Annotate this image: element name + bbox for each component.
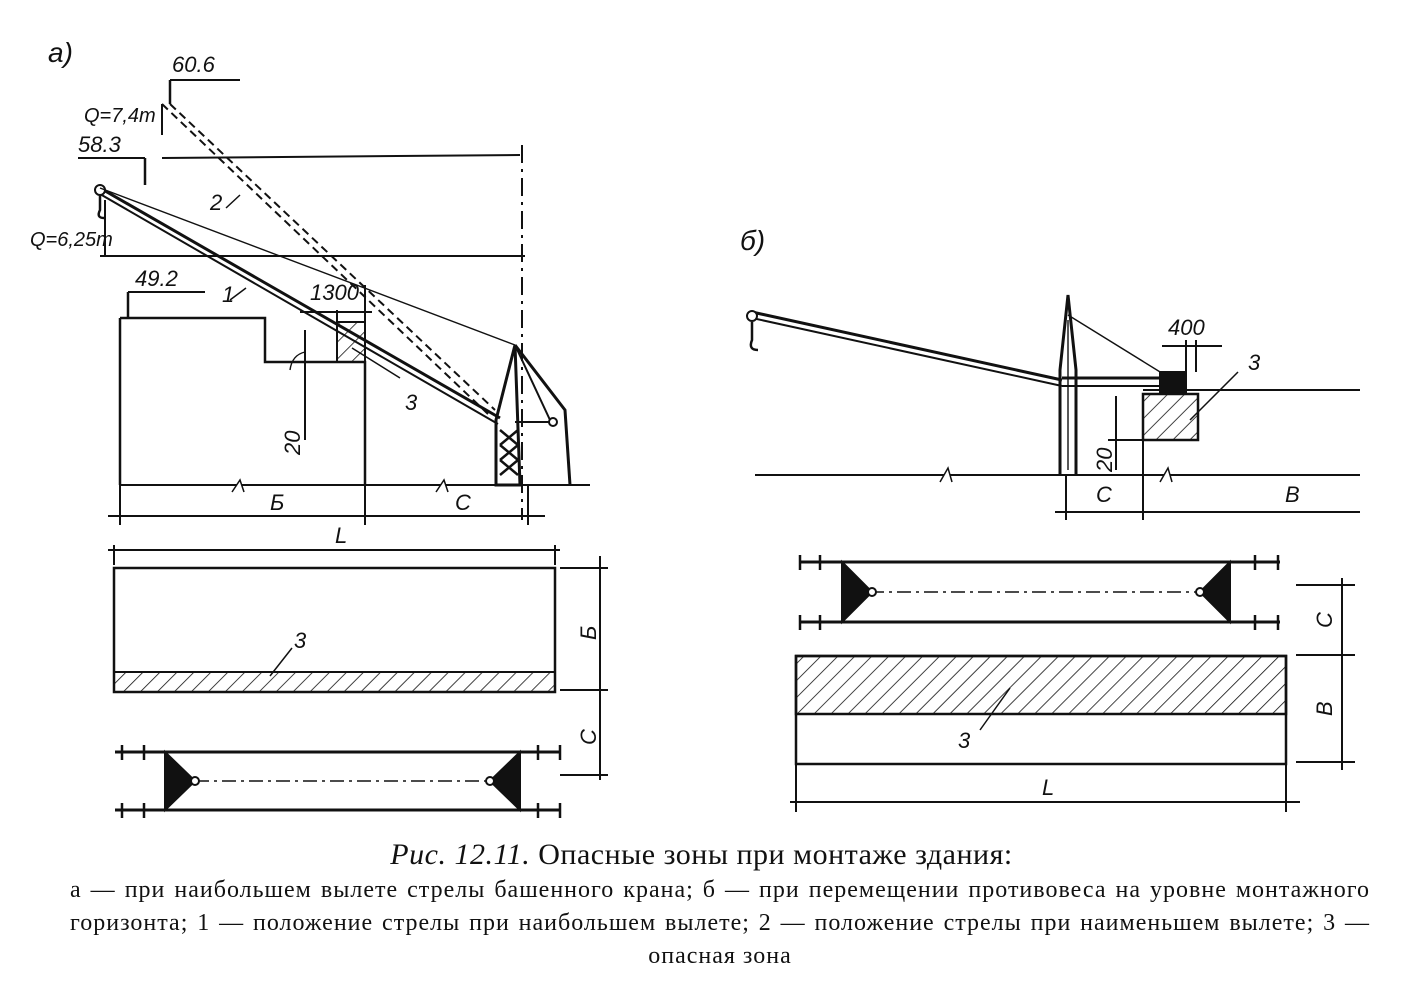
height-60-6: 60.6	[172, 52, 216, 77]
height-49-2: 49.2	[135, 266, 178, 291]
figure-caption-body: а — при наибольшем вылете стрелы башенно…	[70, 877, 1370, 969]
dim-20-b: 20	[1092, 447, 1117, 473]
length-l-a: L	[335, 523, 347, 548]
plan-c-b: С	[1312, 612, 1337, 628]
hazard-zone-plan-a	[113, 671, 556, 693]
boom-2-label: 2	[209, 190, 222, 215]
height-58-3: 58.3	[78, 132, 122, 157]
width-c-b: С	[1096, 482, 1112, 507]
plan-b-a: Б	[576, 626, 601, 640]
dim-1300: 1300	[310, 280, 360, 305]
plan-zone-3-b: 3	[958, 728, 971, 753]
panel-b-elevation: б) 400 3 20	[740, 225, 1360, 520]
zone-3-label-b: 3	[1248, 350, 1261, 375]
plan-zone-3-a: 3	[294, 628, 307, 653]
panel-a-elevation: а) 60.6 Q=7,4т 58.3 Q=6,25т 1 2	[30, 37, 590, 548]
length-l-b: L	[1042, 775, 1054, 800]
crane-track-plan-a	[115, 745, 562, 818]
figure-title: Рис. 12.11. Опасные зоны при монтаже зда…	[0, 838, 1403, 872]
boom-1-label: 1	[222, 282, 234, 307]
panel-a-plan: 3 Б С	[108, 545, 608, 818]
width-c-a: С	[455, 490, 471, 515]
figure-number: Рис. 12.11.	[390, 838, 531, 871]
tower-crane-b	[1058, 294, 1078, 475]
dim-20-a: 20	[280, 430, 305, 456]
hazard-zones-diagram: а) 60.6 Q=7,4т 58.3 Q=6,25т 1 2	[30, 37, 1360, 818]
panel-a-label: а)	[48, 37, 73, 68]
plan-c-a: С	[576, 729, 601, 745]
load-q-6-25: Q=6,25т	[30, 229, 113, 251]
width-b-b: В	[1285, 482, 1300, 507]
hazard-zone-plan-b	[794, 654, 1288, 716]
plan-b-b: В	[1312, 701, 1337, 716]
dim-400: 400	[1168, 315, 1205, 340]
width-b-a: Б	[270, 490, 284, 515]
tower-crane-a	[494, 344, 572, 487]
panel-b-label: б)	[740, 225, 765, 256]
crane-track-plan-b	[798, 555, 1280, 630]
panel-b-plan: С В 3 L	[790, 555, 1355, 812]
hazard-zone-b	[1141, 392, 1200, 442]
figure-title-text: Опасные зоны при монтаже здания:	[538, 838, 1013, 871]
load-q-7-4: Q=7,4т	[84, 105, 156, 127]
zone-3-label: 3	[405, 390, 418, 415]
